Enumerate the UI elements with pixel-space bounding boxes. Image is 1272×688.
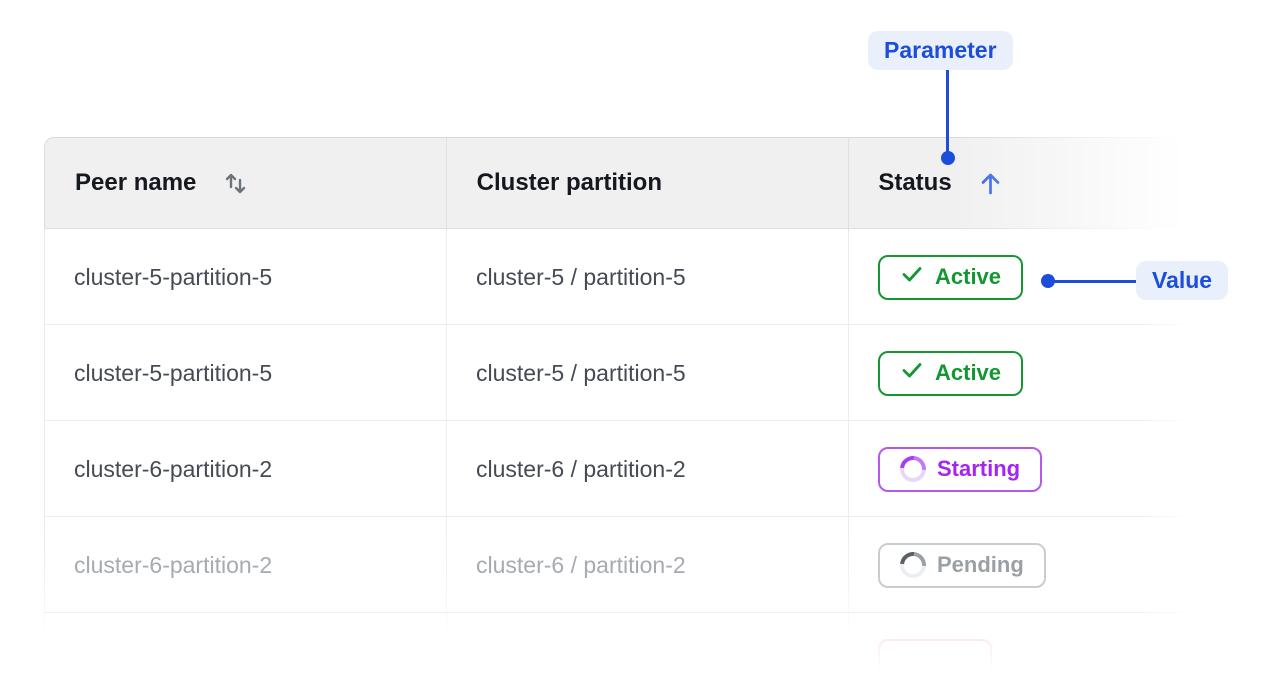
check-icon — [900, 262, 924, 292]
status-badge-pending: Pending — [878, 542, 1046, 588]
column-header-peer-name[interactable]: Peer name — [45, 138, 447, 228]
parameter-callout-dot — [941, 151, 955, 165]
table-row[interactable]: cluster-6-partition-2 cluster-6 / partit… — [44, 517, 1193, 613]
cluster-partition-cell: cluster-5 / partition-5 — [476, 359, 686, 386]
column-header-label: Peer name — [75, 169, 197, 196]
status-cell: Pending — [848, 542, 1193, 588]
peers-table: Peer name Cluster partition Status — [44, 135, 1195, 688]
column-header-label: Status — [878, 169, 952, 196]
status-cell: Starting — [848, 446, 1193, 492]
cluster-partition-cell: cluster-6 / partition-2 — [476, 455, 686, 482]
sort-ascending-icon[interactable] — [978, 169, 1003, 197]
table-row[interactable]: cluster-5-partition-5 cluster-5 / partit… — [44, 325, 1193, 421]
column-header-cluster-partition[interactable]: Cluster partition — [447, 138, 849, 228]
value-callout-dot — [1041, 274, 1055, 288]
table-header-row: Peer name Cluster partition Status — [44, 137, 1193, 229]
parameter-callout-text: Parameter — [884, 37, 997, 63]
spinner-icon — [894, 546, 932, 584]
table-body: cluster-5-partition-5 cluster-5 / partit… — [44, 229, 1193, 688]
status-badge-label: Starting — [937, 456, 1021, 481]
check-icon — [900, 358, 924, 388]
status-badge-starting: Starting — [878, 446, 1043, 492]
status-badge-label: Active — [935, 360, 1002, 385]
column-divider — [848, 138, 849, 678]
column-header-status[interactable]: Status — [848, 138, 1193, 228]
status-cell — [848, 638, 1193, 684]
status-badge-label: Pending — [937, 552, 1024, 577]
peer-name-cell: cluster-5-partition-5 — [74, 359, 273, 386]
table-row[interactable]: cluster-5-partition-5 cluster-5 / partit… — [44, 229, 1193, 325]
peer-name-cell: cluster-6-partition-2 — [74, 551, 273, 578]
status-badge-error — [878, 638, 992, 684]
spinner-icon — [894, 450, 932, 488]
column-divider — [446, 138, 447, 678]
value-callout-text: Value — [1152, 267, 1213, 293]
sort-both-icon[interactable] — [222, 170, 249, 197]
table-row[interactable]: cluster-6-partition-2 cluster-6 / partit… — [44, 421, 1193, 517]
parameter-callout-line — [946, 70, 949, 155]
peer-name-cell: cluster-5-partition-5 — [74, 263, 273, 290]
parameter-callout-label: Parameter — [868, 31, 1013, 70]
cluster-partition-cell: cluster-6 / partition-2 — [476, 551, 686, 578]
table-left-border — [44, 229, 45, 659]
status-badge-label: Active — [935, 264, 1002, 289]
value-callout-line — [1052, 280, 1136, 283]
cluster-partition-cell: cluster-5 / partition-5 — [476, 263, 686, 290]
status-badge-active: Active — [878, 254, 1024, 300]
status-badge-active: Active — [878, 350, 1024, 396]
table-row[interactable] — [44, 613, 1193, 688]
value-callout-label: Value — [1136, 261, 1229, 300]
status-cell: Active — [848, 350, 1193, 396]
column-header-label: Cluster partition — [476, 169, 662, 196]
status-cell: Active — [848, 254, 1193, 300]
peer-name-cell: cluster-6-partition-2 — [74, 455, 273, 482]
